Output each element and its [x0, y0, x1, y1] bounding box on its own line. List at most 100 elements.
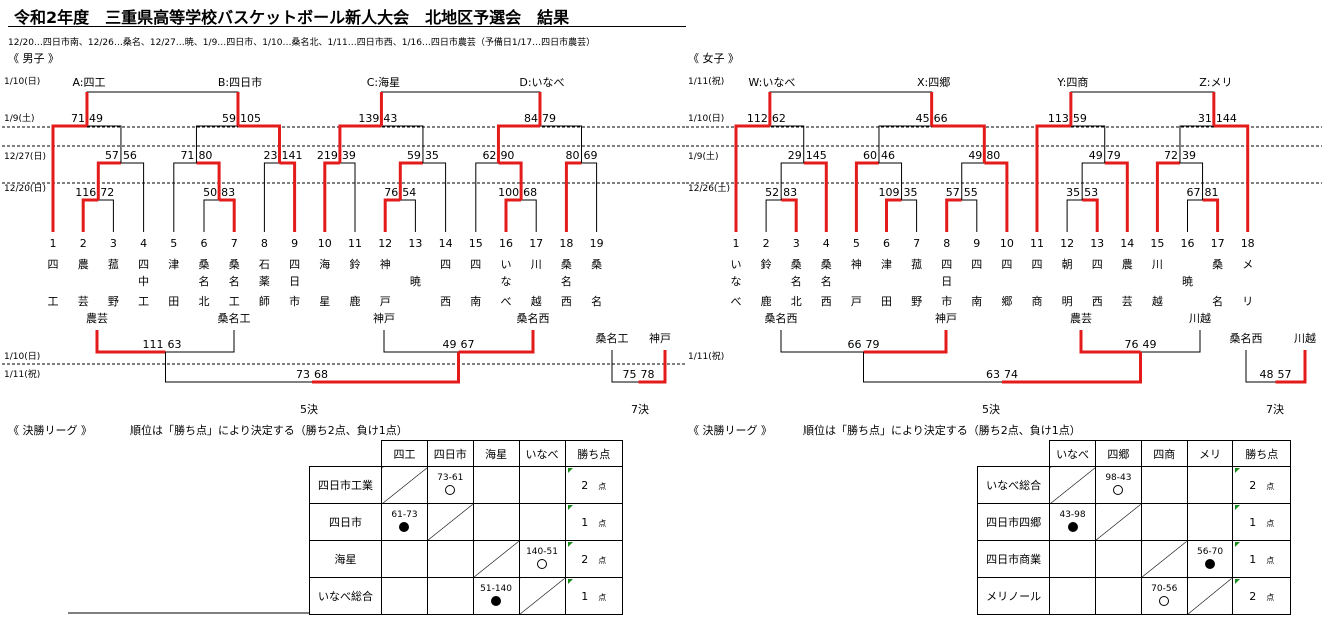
cell-comment-marker-icon	[1235, 542, 1241, 547]
girls-r1-16-17-left-arm	[1187, 199, 1203, 232]
girls-final-link	[1070, 91, 1215, 126]
boys-r3-C-score-right: 43	[383, 112, 397, 125]
boys-r2-1213-14-right-arm	[422, 162, 447, 232]
girls-team-char: 四	[1001, 258, 1012, 271]
boys-cons-7-left-arm	[611, 350, 639, 383]
girls-team-char: 戸	[851, 295, 862, 308]
girls-r2-5-67-score-right: 46	[881, 149, 895, 162]
girls-r1-16-17-score-right: 81	[1205, 186, 1219, 199]
league-result-cell	[381, 466, 428, 504]
league-result-cell	[518, 577, 566, 615]
boys-r1-6-7-right-arm	[219, 198, 236, 232]
boys-final-link	[380, 91, 541, 126]
boys-team-char: 農	[78, 257, 89, 271]
league-col-header: メリ	[1186, 440, 1234, 467]
boys-r2-15-1617-score-left: 62	[482, 149, 496, 162]
girls-cons-YZ-right-arm	[1140, 330, 1201, 353]
league-col-header: いなべ	[1049, 440, 1096, 467]
league-result-cell	[1049, 466, 1096, 504]
boys-r2-1213-14-left-arm	[398, 161, 423, 200]
girls-r2-1213-14-score-left: 49	[1089, 149, 1103, 162]
girls-r2-89-10-left-arm	[961, 162, 985, 200]
boys-final-date-0: 1/10(日)	[4, 351, 40, 362]
league-corner	[309, 440, 383, 467]
boys-r3-B-right-arm	[237, 124, 281, 163]
girls-team-char: メ	[1242, 258, 1253, 271]
girls-r1-12-13-left-arm	[1066, 199, 1083, 232]
girls-team-char: 桑	[791, 258, 802, 271]
boys-cons-CD-right-arm	[458, 330, 535, 354]
girls-cons-5-score-left: 63	[986, 368, 1000, 381]
girls-team-char: 芸	[1122, 295, 1133, 308]
girls-team-char: 名	[791, 274, 802, 288]
boys-team-char: 芸	[78, 295, 89, 308]
boys-team-char: 名	[561, 274, 572, 288]
boys-r3-C-left-arm	[338, 124, 382, 163]
boys-r2-5-67-right-arm	[196, 161, 221, 200]
girls-r3-W-score-left: 112	[747, 112, 768, 125]
girls-r3-Y-score-right: 59	[1073, 112, 1087, 125]
boys-r2-23-4-score-right: 56	[123, 149, 137, 162]
girls-cons-WX-right-arm	[863, 330, 948, 354]
league-corner	[977, 440, 1051, 467]
girls-team-char: 名	[1212, 294, 1223, 308]
girls-r3-X-right-arm	[931, 124, 986, 163]
boys-cons7-name: 神戸	[649, 331, 671, 345]
girls-header: 《 女子 》	[688, 51, 739, 65]
league-team-name: 四日市四郷	[976, 503, 1051, 541]
league-col-header: いなべ	[518, 440, 566, 467]
league-result-cell	[1094, 503, 1142, 541]
league-result-cell: 51-140	[472, 577, 520, 615]
boys-team-char: 桑	[199, 258, 210, 271]
boys-r2-8-9-left-arm	[263, 162, 280, 232]
girls-r2-15-1617-score-left: 72	[1164, 149, 1178, 162]
girls-cons-7-score-right: 57	[1278, 368, 1292, 381]
league-points-unit: 点	[598, 592, 607, 602]
girls-r1-2-3-score-left: 52	[765, 186, 779, 199]
girls-block-label: X:四郷	[917, 75, 950, 89]
girls-team-char: 四	[1092, 258, 1103, 271]
boys-team-number: 13	[408, 237, 422, 250]
win-circle-icon	[445, 484, 456, 495]
girls-date-0: 1/11(祝)	[688, 75, 724, 87]
girls-r1-6-7-left-arm	[885, 198, 902, 232]
boys-cons-5-left-arm	[165, 352, 312, 383]
league-score: 61-73	[391, 509, 418, 520]
girls-r2-15-1617-left-arm	[1155, 161, 1180, 232]
boys-team-char: 桑	[561, 258, 572, 271]
page-title: 令和2年度 三重県高等学校バスケットボール新人大会 北地区予選会 結果	[14, 8, 570, 27]
boys-cons-7-score-right: 78	[641, 368, 655, 381]
boys-team-char: 名	[229, 274, 240, 288]
league-col-header: 四商	[1140, 440, 1188, 467]
league-col-header: 四日市	[426, 440, 474, 467]
girls-team-number: 12	[1060, 237, 1074, 250]
boys-r1-12-13-score-left: 76	[384, 186, 398, 199]
boys-r3-B-left-arm	[195, 125, 238, 163]
league-score: 43-98	[1059, 509, 1086, 520]
boys-r1-2-3-score-left: 116	[75, 186, 96, 199]
girls-team-char: 田	[881, 295, 892, 308]
girls-team-number: 2	[763, 237, 770, 250]
girls-r3-X-score-right: 66	[934, 112, 948, 125]
league-result-cell: 70-56	[1140, 577, 1188, 615]
boys-team-char: 名	[591, 294, 602, 308]
loss-dot-icon	[491, 595, 502, 606]
girls-cons-WX-left-arm	[780, 330, 864, 353]
boys-r2-15-1617-left-arm	[475, 162, 499, 232]
girls-r2-23-4-right-arm	[803, 161, 828, 232]
win-circle-icon	[537, 558, 548, 569]
boys-r2-23-4-left-arm	[96, 161, 121, 200]
girls-team-char: 野	[911, 295, 922, 308]
girls-r1-8-9-score-right: 55	[964, 186, 978, 199]
loss-dot-icon	[1067, 521, 1078, 532]
boys-r2-15-1617-score-right: 90	[500, 149, 514, 162]
girls-r1-2-3-score-right: 83	[783, 186, 797, 199]
girls-place7: 7決	[1266, 403, 1284, 416]
boys-team-char: 西	[561, 295, 572, 308]
boys-team-number: 19	[590, 237, 604, 250]
boys-team-char: 名	[199, 274, 210, 288]
boys-team-char: 野	[108, 295, 119, 308]
